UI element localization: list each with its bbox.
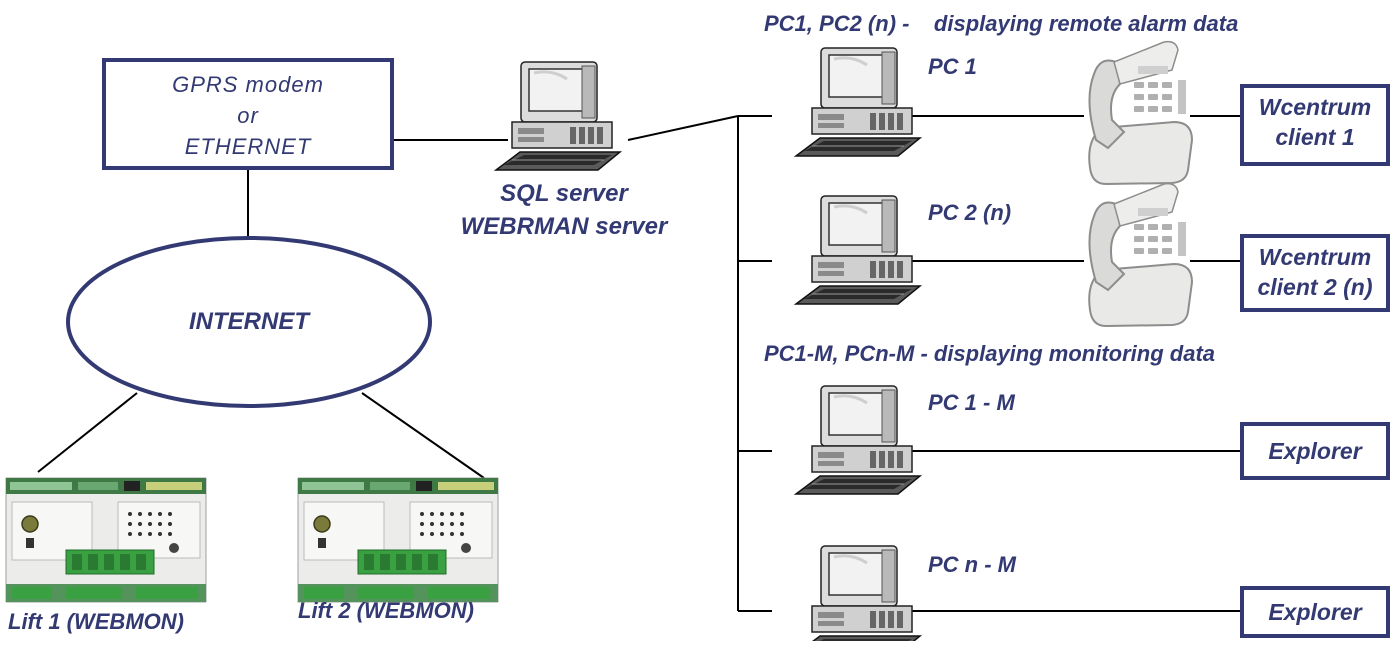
client-1-line-1: Wcentrum bbox=[1258, 94, 1372, 120]
lift1-controller-image bbox=[5, 477, 207, 603]
gateway-line-1: GPRS modem bbox=[172, 72, 324, 97]
server-label-line-2: WEBRMAN server bbox=[460, 213, 668, 240]
gateway-line-3: ETHERNET bbox=[184, 134, 312, 159]
pcnm-computer-icon bbox=[794, 544, 922, 646]
pc2-computer-icon bbox=[794, 194, 922, 306]
internet-ellipse bbox=[66, 236, 432, 408]
server-label-line-1: SQL server bbox=[500, 180, 628, 207]
explorer-box-1 bbox=[1240, 422, 1390, 480]
line-internet-lift2 bbox=[361, 392, 485, 479]
client-box-2 bbox=[1240, 234, 1390, 312]
connection-lines bbox=[37, 115, 1240, 612]
server-computer-icon bbox=[494, 60, 622, 172]
pc1m-label: PC 1 - M bbox=[928, 390, 1015, 415]
client-2-line-2: client 2 (n) bbox=[1257, 274, 1373, 300]
client-2-line-1: Wcentrum bbox=[1258, 244, 1372, 270]
telephone-icon bbox=[1088, 40, 1193, 185]
lift1-label: Lift 1 (WEBMON) bbox=[8, 609, 184, 634]
lift2-label: Lift 2 (WEBMON) bbox=[298, 598, 474, 623]
gateway-line-2: or bbox=[237, 103, 259, 128]
explorer-box-1-label: Explorer bbox=[1268, 438, 1362, 464]
client-box-1-label: Wcentrum client 1 bbox=[1240, 92, 1390, 152]
lift2-controller-image bbox=[297, 477, 499, 603]
pc2-label: PC 2 (n) bbox=[928, 200, 1012, 225]
client-box-2-label: Wcentrum client 2 (n) bbox=[1240, 242, 1390, 302]
client-box-1 bbox=[1240, 84, 1390, 166]
gateway-label: GPRS modem or ETHERNET bbox=[102, 69, 394, 162]
gateway-box bbox=[102, 58, 394, 170]
explorer-box-2-label: Explorer bbox=[1268, 599, 1362, 625]
alarm-section-title: PC1, PC2 (n) - displaying remote alarm d… bbox=[764, 11, 1239, 36]
telephone-icon bbox=[1088, 182, 1193, 327]
pcnm-label: PC n - M bbox=[928, 552, 1016, 577]
internet-label: INTERNET bbox=[189, 308, 309, 335]
pc1m-computer-icon bbox=[794, 384, 922, 496]
pc1-computer-icon bbox=[794, 46, 922, 158]
pc1-label: PC 1 bbox=[928, 54, 977, 79]
line-server-bus bbox=[627, 115, 739, 141]
explorer-box-2 bbox=[1240, 586, 1390, 638]
client-1-line-2: client 1 bbox=[1275, 124, 1355, 150]
monitoring-section-title: PC1-M, PCn-M - displaying monitoring dat… bbox=[764, 341, 1215, 366]
line-internet-lift1 bbox=[37, 392, 138, 473]
